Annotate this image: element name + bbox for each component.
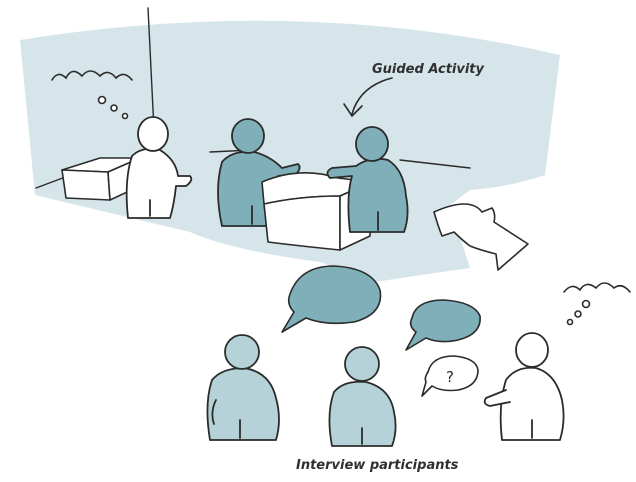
transition-arrow — [433, 203, 529, 271]
thought-bubble-right — [563, 282, 631, 326]
interviewee-figure-left — [206, 334, 280, 441]
interviewer-figure — [483, 332, 565, 441]
speech-bubble-large — [281, 265, 382, 333]
participant-figure-right — [326, 126, 409, 233]
guided-activity-label: Guided Activity — [372, 62, 484, 77]
question-bubble — [421, 355, 479, 397]
question-mark-text: ? — [446, 368, 454, 386]
participant-figure-center — [217, 118, 301, 227]
thought-bubble-left — [51, 70, 133, 120]
interview-participants-label: Interview participants — [296, 458, 459, 473]
researcher-figure — [125, 116, 193, 219]
interviewee-figure-center — [328, 346, 397, 447]
speech-bubble-medium — [405, 299, 481, 351]
guided-activity-arrow — [343, 77, 393, 118]
